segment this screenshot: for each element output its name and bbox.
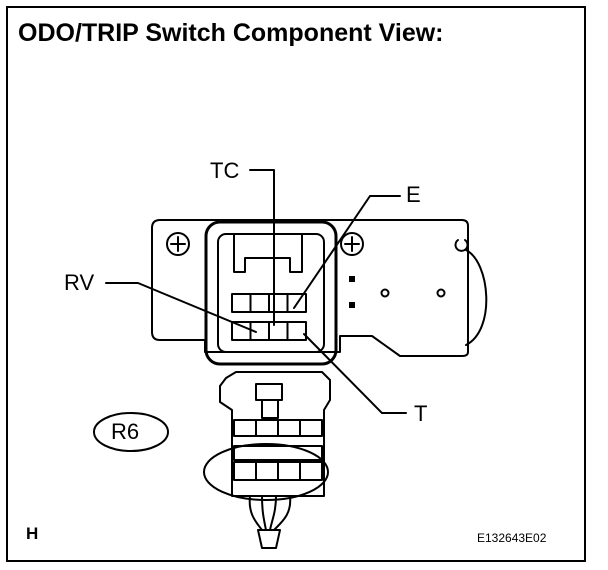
- left-screw: [166, 232, 190, 256]
- plate-pin: [349, 276, 355, 282]
- connector-code-label: R6: [111, 419, 140, 444]
- mounting-plate: [151, 219, 469, 357]
- wire-bundle-tie: [257, 529, 281, 549]
- harness-lock-tab: [261, 399, 279, 419]
- connector-code-oval: [93, 412, 169, 452]
- connector-latch: [233, 233, 303, 273]
- switch-terminal-cavities: [231, 293, 307, 341]
- plate-pin: [349, 302, 355, 308]
- terminal-label-tc: TC: [210, 158, 240, 183]
- plate-pin: [436, 288, 446, 298]
- harness-terminal-cavities: [233, 419, 323, 481]
- harness-connector-housing: [219, 371, 331, 497]
- terminal-label-rv: RV: [64, 270, 95, 295]
- leader-line-t: [303, 333, 407, 414]
- leader-line-e: [293, 195, 401, 309]
- figure-id: E132643E02: [477, 531, 547, 545]
- terminal-label-t: T: [414, 401, 428, 426]
- switch-knob-outline: [465, 249, 488, 346]
- switch-connector-outer: [204, 220, 338, 366]
- harness-highlight-oval: [203, 443, 329, 501]
- plate-hole: [454, 239, 469, 252]
- leader-line-rv: [105, 282, 257, 333]
- harness-wires: [248, 495, 292, 531]
- harness-latch: [255, 383, 283, 401]
- leader-line-tc: [249, 169, 275, 326]
- plate-pin: [380, 288, 390, 298]
- corner-letter: H: [26, 524, 39, 543]
- terminal-label-e: E: [406, 182, 421, 207]
- right-screw: [340, 232, 364, 256]
- figure-frame: [6, 6, 586, 562]
- switch-connector-inner: [217, 233, 325, 353]
- figure-title: ODO/TRIP Switch Component View:: [18, 19, 444, 47]
